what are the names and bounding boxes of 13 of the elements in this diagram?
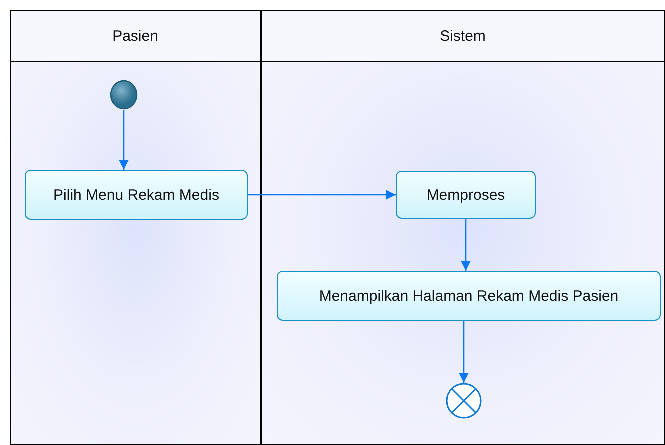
lane-title: Pasien <box>112 28 158 44</box>
activity-box: Menampilkan Halaman Rekam Medis Pasien <box>277 271 661 321</box>
start-node <box>110 80 138 110</box>
arrow <box>459 321 469 383</box>
arrow <box>119 110 129 170</box>
end-node <box>446 383 482 419</box>
swimlane <box>10 10 261 445</box>
lane-title: Sistem <box>440 28 486 44</box>
activity-box: Pilih Menu Rekam Medis <box>25 170 248 220</box>
arrow <box>248 190 396 200</box>
arrow <box>461 219 471 271</box>
swimlane <box>261 10 665 445</box>
activity-box: Memproses <box>396 171 536 219</box>
